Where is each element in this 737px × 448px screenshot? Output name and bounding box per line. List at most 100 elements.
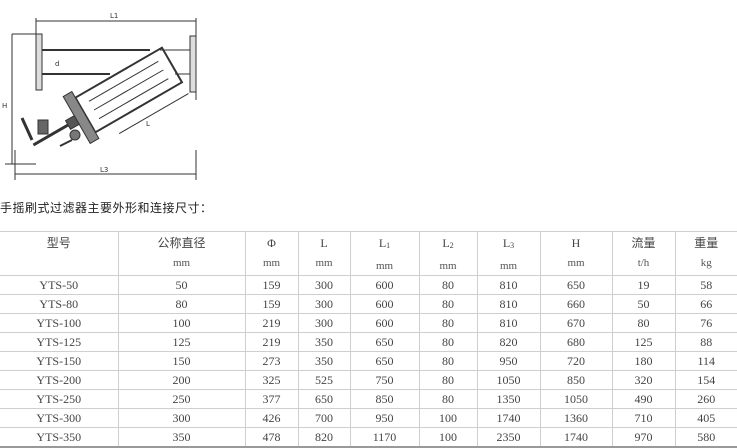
table-cell: 300 — [117, 408, 246, 428]
table-cell: 810 — [476, 294, 541, 314]
table-cell: 114 — [674, 351, 737, 371]
table-cell: 88 — [674, 332, 737, 352]
table-cell: 1740 — [476, 408, 541, 428]
dim-label-l: L — [146, 120, 150, 128]
table-cell: YTS-250 — [0, 389, 119, 409]
table-cell: 100 — [117, 313, 246, 333]
table-cell: 100 — [418, 408, 478, 428]
table-cell: 405 — [674, 408, 737, 428]
table-cell: 970 — [611, 427, 676, 448]
table-cell: 1740 — [539, 427, 613, 448]
table-cell: 650 — [349, 332, 420, 352]
table-cell: 80 — [418, 351, 478, 371]
table-cell: 125 — [611, 332, 676, 352]
table-cell: 19 — [611, 275, 676, 295]
table-cell: 80 — [418, 294, 478, 314]
table-cell: 1350 — [476, 389, 541, 409]
table-cell: 300 — [297, 294, 351, 314]
table-cell: 320 — [611, 370, 676, 390]
table-cell: 80 — [418, 389, 478, 409]
table-cell: 600 — [349, 275, 420, 295]
table-cell: 680 — [539, 332, 613, 352]
table-cell: 820 — [297, 427, 351, 448]
table-cell: YTS-125 — [0, 332, 119, 352]
table-cell: 660 — [539, 294, 613, 314]
table-cell: 250 — [117, 389, 246, 409]
table-cell: 478 — [244, 427, 299, 448]
table-cell: 50 — [117, 275, 246, 295]
dim-label-l1: L1 — [110, 12, 118, 20]
table-cell: YTS-50 — [0, 275, 119, 295]
table-cell: 80 — [418, 313, 478, 333]
table-cell: YTS-100 — [0, 313, 119, 333]
table-cell: 80 — [418, 370, 478, 390]
table-cell: 700 — [297, 408, 351, 428]
table-cell: 125 — [117, 332, 246, 352]
table-cell: 273 — [244, 351, 299, 371]
table-cell: YTS-80 — [0, 294, 119, 314]
table-cell: 600 — [349, 313, 420, 333]
table-cell: 154 — [674, 370, 737, 390]
table-cell: YTS-150 — [0, 351, 119, 371]
table-cell: 650 — [349, 351, 420, 371]
table-cell: 58 — [674, 275, 737, 295]
table-cell: 810 — [476, 313, 541, 333]
table-cell: 260 — [674, 389, 737, 409]
table-cell: 1170 — [349, 427, 420, 448]
table-cell: YTS-200 — [0, 370, 119, 390]
table-cell: 720 — [539, 351, 613, 371]
table-cell: 350 — [297, 351, 351, 371]
table-cell: 670 — [539, 313, 613, 333]
table-cell: 950 — [349, 408, 420, 428]
table-cell: YTS-300 — [0, 408, 119, 428]
table-cell: 300 — [297, 275, 351, 295]
dim-label-d: d — [55, 60, 59, 68]
table-cell: 650 — [539, 275, 613, 295]
table-cell: 650 — [297, 389, 351, 409]
table-cell: 810 — [476, 275, 541, 295]
table-cell: 580 — [674, 427, 737, 448]
table-cell: 350 — [117, 427, 246, 448]
table-cell: 377 — [244, 389, 299, 409]
table-cell: 850 — [539, 370, 613, 390]
table-cell: 150 — [117, 351, 246, 371]
table-cell: 950 — [476, 351, 541, 371]
table-cell: 850 — [349, 389, 420, 409]
table-cell: YTS-350 — [0, 427, 119, 448]
table-cell: 490 — [611, 389, 676, 409]
table-cell: 525 — [297, 370, 351, 390]
table-cell: 1050 — [476, 370, 541, 390]
table-cell: 820 — [476, 332, 541, 352]
table-cell: 600 — [349, 294, 420, 314]
table-cell: 1360 — [539, 408, 613, 428]
table-cell: 710 — [611, 408, 676, 428]
table-cell: 159 — [244, 294, 299, 314]
dim-label-l3: L3 — [100, 166, 108, 174]
table-cell: 2350 — [476, 427, 541, 448]
table-cell: 50 — [611, 294, 676, 314]
table-cell: 219 — [244, 313, 299, 333]
table-cell: 159 — [244, 275, 299, 295]
table-cell: 300 — [297, 313, 351, 333]
table-cell: 180 — [611, 351, 676, 371]
table-cell: 200 — [117, 370, 246, 390]
table-cell: 219 — [244, 332, 299, 352]
table-cell: 1050 — [539, 389, 613, 409]
table-cell: 80 — [117, 294, 246, 314]
table-cell: 80 — [418, 275, 478, 295]
